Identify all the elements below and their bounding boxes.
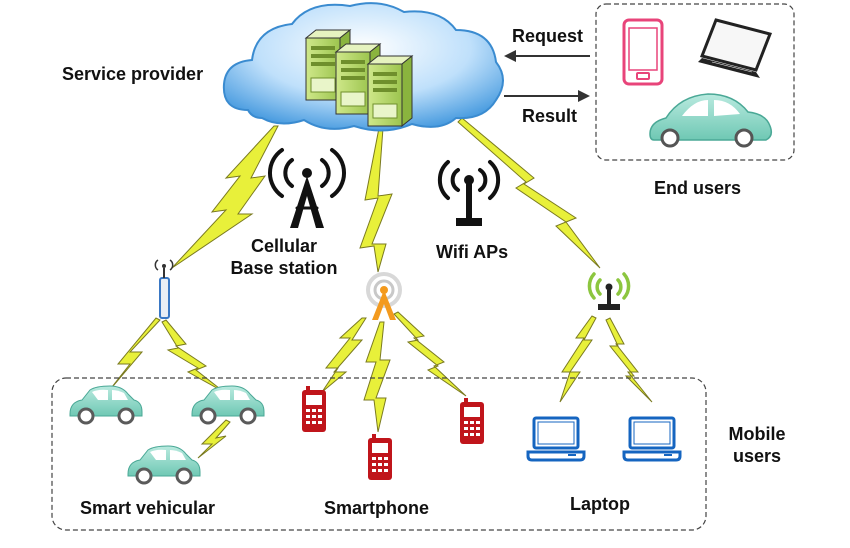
mobile-users-box bbox=[51, 377, 707, 531]
wifi-antenna-icon bbox=[437, 160, 501, 226]
result-arrow bbox=[504, 90, 590, 102]
request-arrow bbox=[504, 50, 590, 62]
car-icon bbox=[649, 93, 773, 148]
laptop-icon bbox=[526, 416, 586, 462]
lightning-bolt-icon bbox=[363, 321, 391, 433]
mobile-label-line2: users bbox=[732, 445, 782, 466]
lightning-bolt-icon bbox=[321, 317, 367, 393]
smartphone-icon bbox=[302, 386, 326, 432]
car-icon bbox=[126, 444, 202, 485]
lightning-bolt-icon bbox=[107, 317, 161, 393]
smartphone-label: Smartphone bbox=[324, 498, 430, 518]
cellular-label-line1: Cellular bbox=[250, 236, 318, 256]
laptop-icon bbox=[622, 416, 682, 462]
mobile-users-label: Mobile users bbox=[718, 424, 796, 467]
car-icon bbox=[190, 384, 266, 425]
lightning-bolt-icon bbox=[559, 315, 597, 403]
router-icon bbox=[366, 272, 402, 320]
lightning-bolt-icon bbox=[393, 311, 467, 397]
smartphone-icon bbox=[622, 18, 664, 86]
lightning-bolt-icon bbox=[457, 117, 601, 269]
smart-vehicular-label: Smart vehicular bbox=[80, 498, 216, 518]
result-label: Result bbox=[522, 106, 578, 126]
lightning-bolt-icon bbox=[605, 317, 653, 403]
router-icon bbox=[154, 259, 174, 319]
router-icon bbox=[587, 272, 631, 310]
mobile-label-line1: Mobile bbox=[728, 424, 786, 444]
wifi-aps-label: Wifi APs bbox=[436, 242, 509, 262]
cell-tower-icon bbox=[268, 148, 346, 228]
car-icon bbox=[68, 384, 144, 425]
lightning-bolt-icon bbox=[359, 127, 393, 273]
lightning-bolt-icon bbox=[197, 419, 231, 459]
end-users-label: End users bbox=[654, 178, 742, 198]
service-provider-label: Service provider bbox=[62, 64, 204, 84]
lightning-bolts bbox=[107, 117, 653, 459]
smartphone-icon bbox=[460, 398, 484, 444]
smartphone-icon bbox=[368, 434, 392, 480]
end-users-box bbox=[595, 3, 795, 161]
lightning-bolt-icon bbox=[171, 125, 279, 269]
laptop-label: Laptop bbox=[570, 494, 630, 514]
lightning-bolt-icon bbox=[161, 319, 225, 393]
laptop-icon bbox=[698, 18, 773, 78]
request-label: Request bbox=[512, 26, 584, 46]
cellular-label-line2: Base station bbox=[230, 257, 338, 278]
cellular-base-station-label: Cellular Base station bbox=[222, 236, 346, 279]
